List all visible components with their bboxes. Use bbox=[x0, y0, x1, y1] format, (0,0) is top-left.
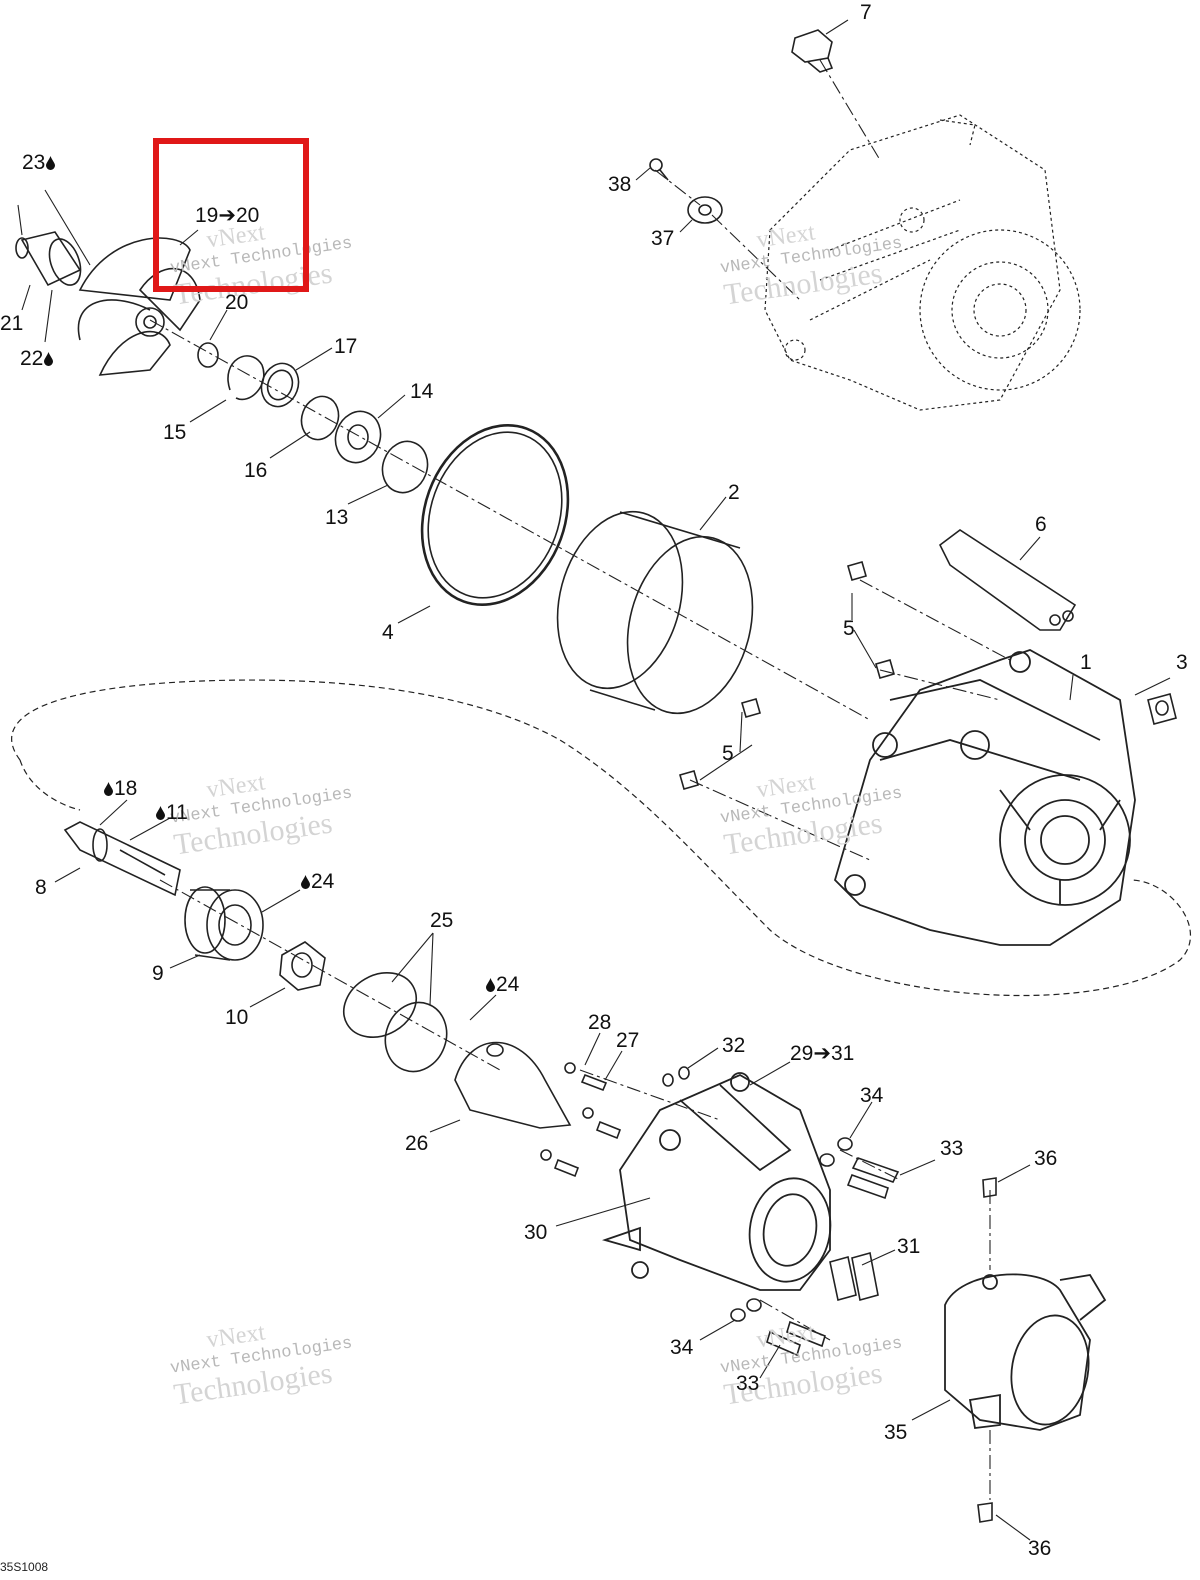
assembly-outline bbox=[11, 679, 1192, 997]
part-1-pump-housing bbox=[833, 649, 1136, 946]
part-4-ring bbox=[420, 423, 570, 607]
part-8-shaft bbox=[63, 821, 181, 897]
callout-34: 34 bbox=[670, 1336, 694, 1359]
callout-1: 1 bbox=[1080, 651, 1092, 674]
oil-drop-icon bbox=[156, 806, 165, 820]
part-31-anodes bbox=[829, 1251, 879, 1302]
callout-10: 10 bbox=[225, 1006, 249, 1029]
part-35-nozzle bbox=[944, 1273, 1107, 1431]
callout-35: 35 bbox=[884, 1421, 908, 1444]
callout-32: 32 bbox=[722, 1034, 746, 1057]
callout-33: 33 bbox=[940, 1137, 964, 1160]
part-25-orings bbox=[343, 972, 448, 1073]
part-10-nut bbox=[279, 941, 326, 991]
part-33-bolts bbox=[766, 1157, 900, 1357]
callout-16: 16 bbox=[244, 459, 268, 482]
oil-drop-icon bbox=[44, 352, 54, 366]
callout-14: 14 bbox=[410, 380, 434, 403]
callout-23-label: 23 bbox=[22, 151, 46, 174]
oil-drop-icon bbox=[301, 875, 310, 889]
callout-36: 36 bbox=[1034, 1147, 1058, 1170]
callout-38: 38 bbox=[608, 173, 632, 196]
axis-lines bbox=[149, 59, 1011, 1500]
callout-9: 9 bbox=[152, 962, 164, 985]
part-36-screws bbox=[977, 1177, 997, 1523]
callout-28: 28 bbox=[588, 1011, 612, 1034]
callout-11-label: 11 bbox=[166, 801, 188, 824]
callout-33: 33 bbox=[736, 1372, 760, 1395]
part-38-screw bbox=[649, 158, 669, 181]
part-2-wear-ring bbox=[556, 510, 754, 715]
part-3-bushing bbox=[1147, 693, 1177, 725]
callout-8: 8 bbox=[35, 876, 47, 899]
callout-22: 22 bbox=[20, 348, 54, 369]
callout-17: 17 bbox=[334, 335, 358, 358]
callout-24: 24 bbox=[300, 871, 334, 892]
callout-27: 27 bbox=[616, 1029, 640, 1052]
part-6-bar bbox=[938, 529, 1077, 631]
part-27-28-screws bbox=[540, 1062, 622, 1178]
callout-24-label: 24 bbox=[496, 973, 520, 996]
callout-7: 7 bbox=[860, 1, 872, 24]
part-9-bearing bbox=[184, 886, 264, 961]
part-32-orings bbox=[662, 1066, 690, 1087]
callout-23: 23 bbox=[22, 152, 56, 173]
callout-5: 5 bbox=[843, 617, 855, 640]
small-rings bbox=[197, 342, 429, 494]
callout-2: 2 bbox=[728, 481, 740, 504]
callout-4: 4 bbox=[382, 621, 394, 644]
callout-24-label: 24 bbox=[311, 870, 335, 893]
part-34-washers bbox=[730, 1137, 853, 1322]
part-21-sleeve bbox=[15, 231, 82, 287]
callout-36: 36 bbox=[1028, 1537, 1052, 1560]
callout-34: 34 bbox=[860, 1084, 884, 1107]
part-30-venturi bbox=[601, 1072, 832, 1291]
callout-20: 20 bbox=[225, 291, 249, 314]
oil-drop-icon bbox=[46, 156, 56, 170]
callout-29-31: 29➔31 bbox=[790, 1042, 855, 1065]
part-7-plug bbox=[791, 29, 834, 73]
callout-31: 31 bbox=[897, 1235, 921, 1258]
callout-18: 18 bbox=[103, 778, 137, 799]
callout-13: 13 bbox=[325, 506, 349, 529]
callout-22-label: 22 bbox=[20, 347, 44, 370]
callout-37: 37 bbox=[651, 227, 675, 250]
figure-code: 35S1008 bbox=[0, 1560, 49, 1574]
part-37-grommet bbox=[687, 196, 723, 224]
part-26-cone bbox=[454, 1041, 572, 1129]
callout-15: 15 bbox=[163, 421, 187, 444]
callout-19-20: 19➔20 bbox=[195, 204, 260, 227]
callout-24: 24 bbox=[485, 974, 519, 995]
impeller bbox=[77, 237, 201, 376]
callout-3: 3 bbox=[1176, 651, 1188, 674]
callout-21: 21 bbox=[0, 312, 24, 335]
callout-6: 6 bbox=[1035, 513, 1047, 536]
oil-drop-icon bbox=[486, 978, 495, 992]
pump-housing-dashed bbox=[764, 114, 1081, 411]
highlight-box bbox=[153, 138, 309, 292]
callout-26: 26 bbox=[405, 1132, 429, 1155]
oil-drop-icon bbox=[104, 782, 113, 796]
callout-11: 11 bbox=[155, 802, 188, 823]
callout-30: 30 bbox=[524, 1221, 548, 1244]
leader-lines bbox=[17, 19, 1171, 1541]
callout-25: 25 bbox=[430, 909, 454, 932]
part-5-bushings bbox=[679, 561, 895, 790]
callout-18-label: 18 bbox=[114, 777, 138, 800]
callout-5: 5 bbox=[722, 742, 734, 765]
